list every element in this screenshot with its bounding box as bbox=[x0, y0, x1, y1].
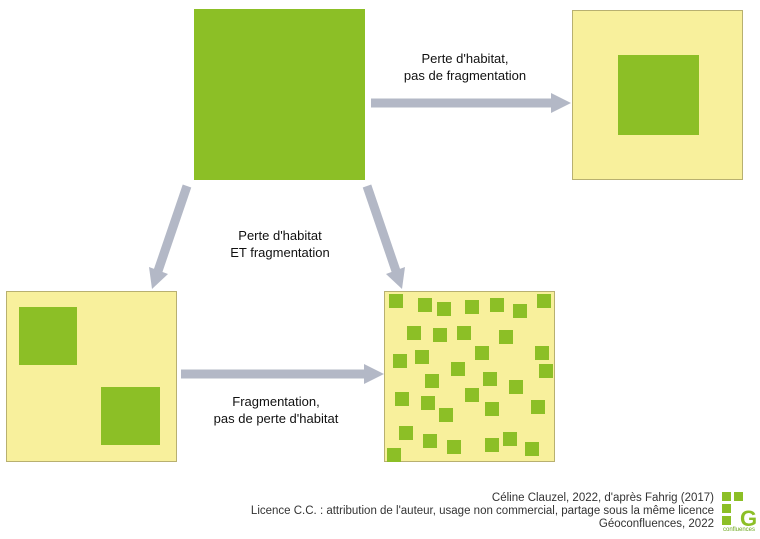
small-habitat-patch bbox=[399, 426, 413, 440]
arrowhead-right bbox=[551, 93, 571, 113]
small-habitat-patch bbox=[451, 362, 465, 376]
label-top-line1: Perte d'habitat, bbox=[421, 51, 509, 66]
small-habitat-patch bbox=[439, 408, 453, 422]
small-habitat-patch bbox=[393, 354, 407, 368]
arrow-top-to-bottom-right bbox=[362, 184, 401, 273]
fragmented-habitat-panel bbox=[384, 291, 555, 462]
label-middle: Perte d'habitat ET fragmentation bbox=[195, 227, 365, 261]
small-habitat-patch bbox=[490, 298, 504, 312]
small-habitat-patch bbox=[421, 396, 435, 410]
two-patch-panel bbox=[6, 291, 177, 462]
habitat-patch-lower-right bbox=[101, 387, 160, 445]
credits-line1: Céline Clauzel, 2022, d'après Fahrig (20… bbox=[491, 492, 714, 504]
small-habitat-patch bbox=[387, 448, 401, 462]
credits-line2: Licence C.C. : attribution de l'auteur, … bbox=[250, 505, 714, 517]
small-habitat-patch bbox=[395, 392, 409, 406]
small-habitat-patch bbox=[433, 328, 447, 342]
habitat-loss-no-fragmentation-panel bbox=[572, 10, 743, 180]
small-habitat-patch bbox=[499, 330, 513, 344]
small-habitat-patch bbox=[485, 402, 499, 416]
small-habitat-patch bbox=[457, 326, 471, 340]
label-bottom-line2: pas de perte d'habitat bbox=[213, 411, 339, 426]
full-habitat-square bbox=[194, 9, 365, 180]
small-habitat-patch bbox=[407, 326, 421, 340]
logo-text: confluences bbox=[722, 527, 756, 533]
arrowhead-bottom-left bbox=[149, 267, 168, 289]
small-habitat-patch bbox=[483, 372, 497, 386]
habitat-patch-upper-left bbox=[19, 307, 77, 365]
small-habitat-patch bbox=[425, 374, 439, 388]
small-habitat-patch bbox=[503, 432, 517, 446]
logo-letter: G bbox=[740, 506, 756, 531]
small-habitat-patch bbox=[465, 300, 479, 314]
label-top-line2: pas de fragmentation bbox=[403, 68, 527, 83]
small-habitat-patch bbox=[513, 304, 527, 318]
small-habitat-patch bbox=[537, 294, 551, 308]
label-middle-line2: ET fragmentation bbox=[230, 245, 330, 260]
small-habitat-patch bbox=[531, 400, 545, 414]
small-habitat-patch bbox=[423, 434, 437, 448]
small-habitat-patch bbox=[418, 298, 432, 312]
small-habitat-patch bbox=[485, 438, 499, 452]
small-habitat-patch bbox=[437, 302, 451, 316]
small-habitat-patch bbox=[389, 294, 403, 308]
credits: Céline Clauzel, 2022, d'après Fahrig (20… bbox=[251, 492, 714, 531]
small-habitat-patch bbox=[539, 364, 553, 378]
label-bottom-line1: Fragmentation, bbox=[232, 394, 320, 409]
small-habitat-patch bbox=[509, 380, 523, 394]
small-habitat-patch bbox=[465, 388, 479, 402]
small-habitat-patch bbox=[535, 346, 549, 360]
single-habitat-patch bbox=[618, 55, 699, 135]
small-habitat-patch bbox=[415, 350, 429, 364]
arrow-top-to-bottom-left bbox=[153, 184, 192, 273]
label-middle-line1: Perte d'habitat bbox=[238, 228, 322, 243]
arrowhead-bottom-right bbox=[386, 267, 405, 289]
small-habitat-patch bbox=[525, 442, 539, 456]
geoconfluences-logo-icon: G bbox=[722, 492, 756, 531]
small-habitat-patch bbox=[447, 440, 461, 454]
credits-line3: Géoconfluences, 2022 bbox=[598, 518, 714, 530]
arrowhead-bottom bbox=[364, 364, 384, 384]
small-habitat-patch bbox=[475, 346, 489, 360]
label-bottom-arrow: Fragmentation, pas de perte d'habitat bbox=[186, 393, 366, 427]
label-top-arrow: Perte d'habitat, pas de fragmentation bbox=[380, 50, 550, 84]
